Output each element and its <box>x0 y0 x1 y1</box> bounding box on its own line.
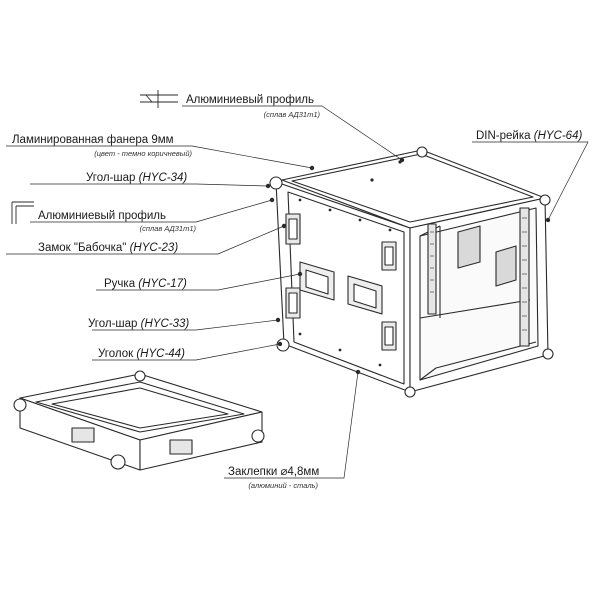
label-handle: Ручка (HYC-17) <box>104 278 187 290</box>
sub-rivets: (алюминий - сталь) <box>248 481 318 490</box>
label-butterfly-lock: Замок "Бабочка" (HYC-23) <box>38 242 178 254</box>
label-corner-ball-33: Угол-шар (HYC-33) <box>88 318 189 330</box>
din-rail-right <box>519 207 530 347</box>
label-rivets: Заклепки ⌀4,8мм <box>228 466 319 478</box>
label-din-rail: DIN-рейка (HYC-64) <box>476 130 582 142</box>
sub-alu-profile-angle: (сплав АД31т1) <box>140 224 197 233</box>
sub-plywood: (цвет - темно коричневый) <box>94 149 192 158</box>
label-alu-profile-angle: Алюминиевый профиль <box>38 210 166 222</box>
leader-lines <box>6 105 589 479</box>
handle <box>299 261 383 315</box>
label-corner-ball-34: Угол-шар (HYC-34) <box>86 172 187 184</box>
label-corner-44: Уголок (HYC-44) <box>98 348 185 360</box>
rack-case <box>269 146 554 398</box>
angle-profile-icon <box>11 201 34 224</box>
corner-ball <box>269 176 283 190</box>
case-lid <box>13 370 265 471</box>
label-alu-profile-top: Алюминиевый профиль <box>186 94 314 106</box>
sub-alu-profile-top: (сплав АД31т1) <box>264 110 321 119</box>
label-plywood: Ламинированная фанера 9мм <box>12 134 174 146</box>
aluminium-profile-icon <box>140 90 178 108</box>
din-rail-left <box>427 223 437 315</box>
butterfly-lock <box>285 213 397 351</box>
